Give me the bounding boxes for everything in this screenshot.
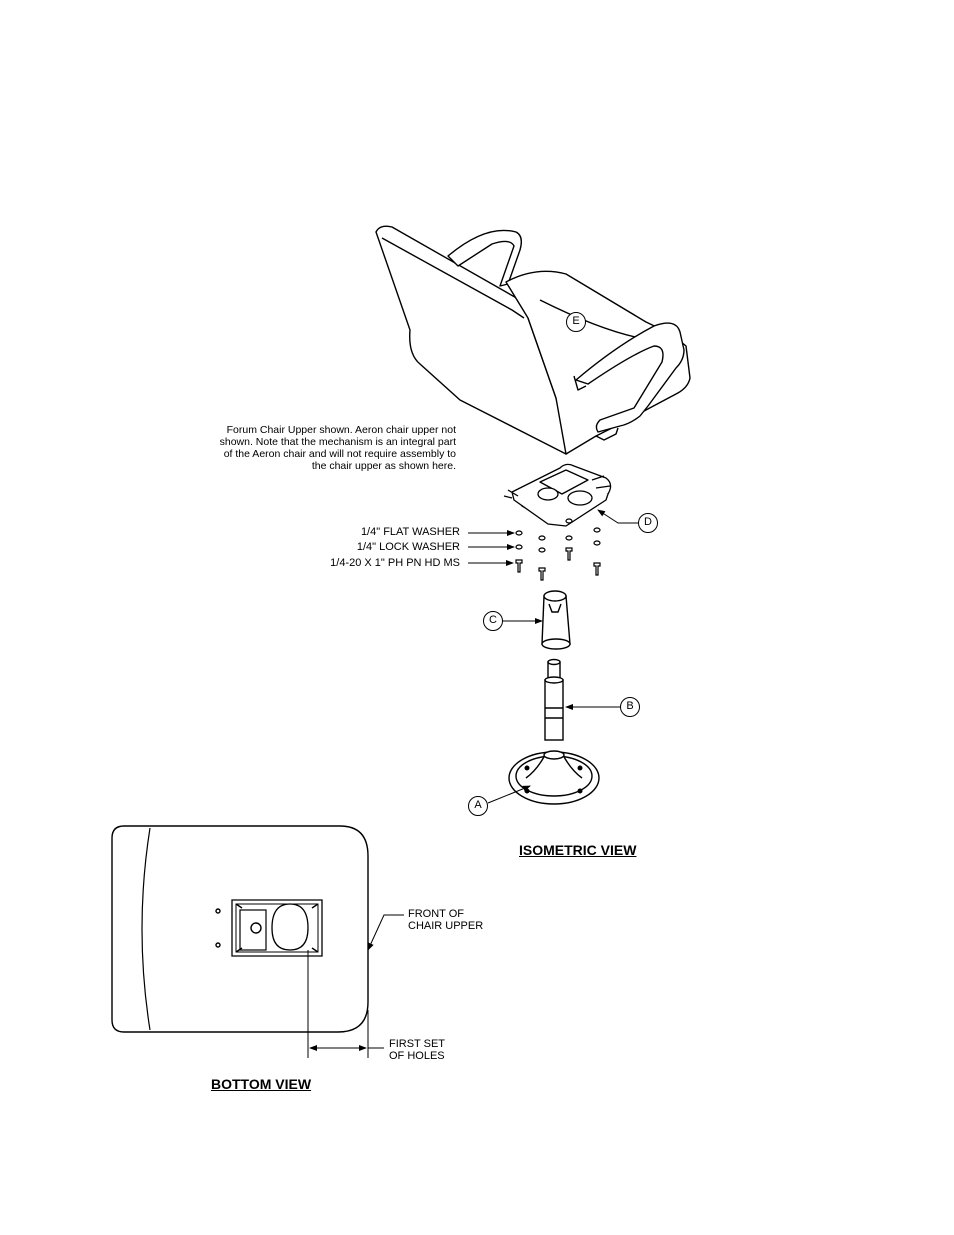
- screw-label: 1/4-20 X 1" PH PN HD MS: [330, 557, 460, 569]
- chair-upper-drawing: [375, 225, 691, 455]
- bottom-view-title: BOTTOM VIEW: [211, 1076, 312, 1092]
- callout-a: A: [468, 796, 488, 816]
- note-line-4: the chair upper as shown here.: [311, 460, 456, 472]
- holes-label-line-1: FIRST SET: [389, 1038, 446, 1050]
- base-drawing: [508, 750, 600, 805]
- front-label-line-1: FRONT OF: [408, 908, 465, 920]
- leader-lines: [468, 509, 638, 804]
- cylinder-cover-drawing: [541, 590, 571, 650]
- lock-washer-label: 1/4" LOCK WASHER: [356, 541, 460, 553]
- chair-upper-note: Forum Chair Upper shown. Aeron chair upp…: [150, 424, 456, 472]
- front-label-line-2: CHAIR UPPER: [408, 920, 484, 932]
- bottom-view-drawing: [111, 825, 369, 1033]
- note-line-1: Forum Chair Upper shown. Aeron chair upp…: [226, 424, 456, 436]
- callout-b: B: [620, 697, 640, 717]
- callout-e: E: [566, 312, 586, 332]
- callout-d: D: [638, 513, 658, 533]
- bottom-view-dimensions: [307, 914, 404, 1058]
- holes-label-line-2: OF HOLES: [389, 1050, 445, 1062]
- gas-cylinder-drawing: [544, 658, 564, 741]
- note-line-3: of the Aeron chair and will not require …: [223, 448, 456, 460]
- isometric-view-title: ISOMETRIC VIEW: [519, 842, 637, 858]
- callout-c: C: [483, 611, 503, 631]
- flat-washer-label: 1/4" FLAT WASHER: [360, 526, 460, 538]
- note-line-2: shown. Note that the mechanism is an int…: [219, 436, 456, 448]
- hardware-stacks: [515, 518, 601, 581]
- mechanism-drawing: [503, 463, 612, 527]
